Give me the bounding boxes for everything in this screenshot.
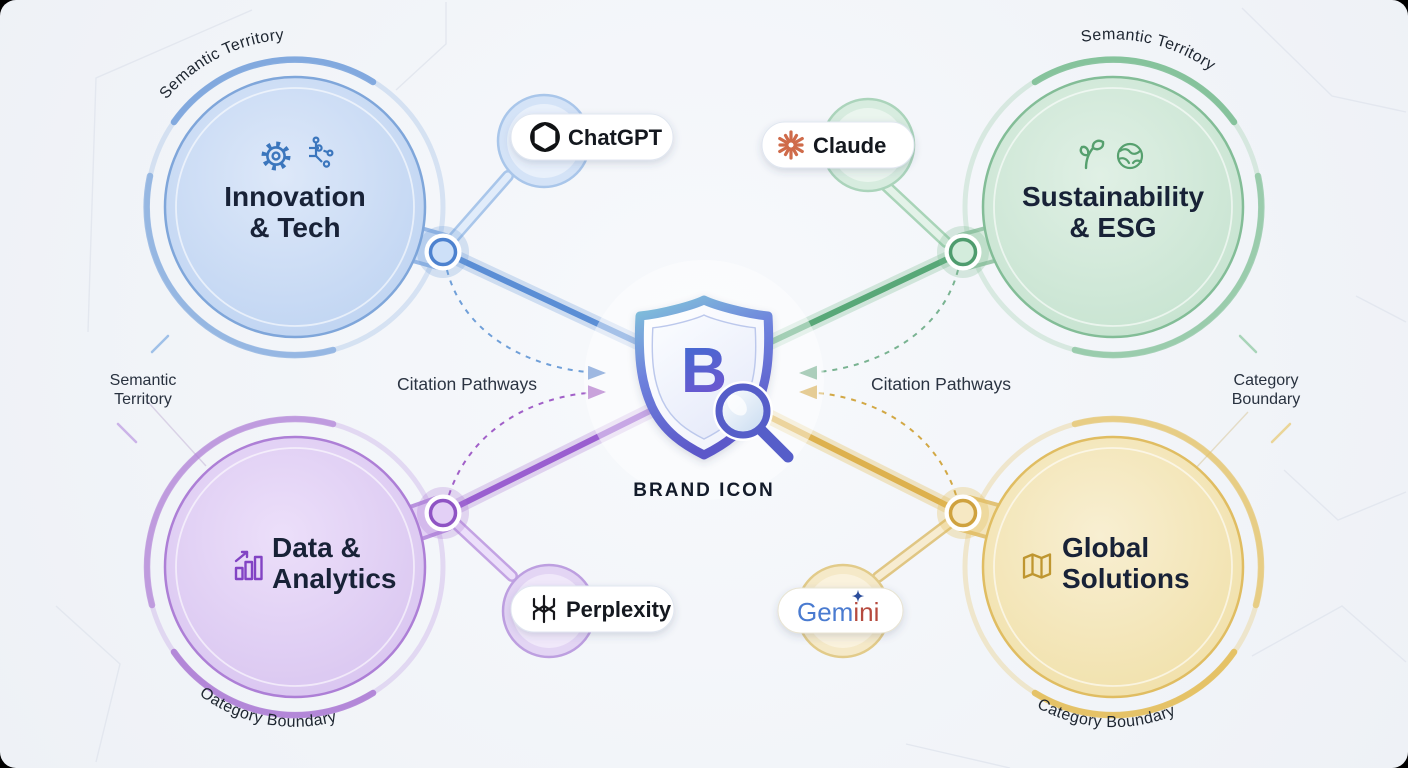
hub-global [937,487,989,539]
badge-claude: Claude [761,97,916,193]
gear-icon [261,141,291,171]
edge-label-left-line1: Semantic [110,372,177,389]
edge-label-right-line1: Category [1234,372,1299,389]
territory-title-line2: & Tech [249,212,340,243]
territory-sustainability-esg: Sustainability & ESG Semantic Territory [947,26,1265,359]
background-pattern [55,2,1407,768]
badge-gemini-label: Gemini [797,597,879,627]
badge-perplexity: Perplexity [501,563,675,659]
badge-stems [444,170,958,583]
globe-icon [1116,142,1144,170]
circuit-icon [309,136,334,168]
territory-innovation-tech: Innovation & Tech Semantic Territory [143,27,459,359]
pathway-arrow-green [799,269,959,380]
territory-global-solutions: Global Solutions Category Boundary [948,415,1265,731]
hub-nodes [417,226,989,539]
claude-icon [778,130,804,160]
magnifier-icon [713,381,794,463]
edge-label-left-line2: Territory [114,391,172,408]
pathway-arrow-purple [448,385,606,496]
citation-pathways-left: Citation Pathways [397,374,537,394]
pathway-arrow-yellow [799,385,957,496]
badge-chatgpt: ChatGPT [496,93,674,189]
citation-pathway-arrows [446,269,959,496]
territory-title-line1: Innovation [224,181,366,212]
brand-shield: B BRAND ICON [584,260,824,501]
labels: Citation Pathways Citation Pathways Sema… [110,334,1301,444]
map-icon [1022,553,1052,579]
citation-pathways-right: Citation Pathways [871,374,1011,394]
edge-label-right-line2: Boundary [1232,391,1301,408]
gemini-sparkle-icon [851,589,865,603]
brand-icon-label: BRAND ICON [633,480,774,501]
pathway-arrow-blue [446,269,606,380]
hub-innovation [417,226,469,278]
territory-title-line1: Global [1062,532,1149,563]
badge-perplexity-label: Perplexity [566,597,672,622]
leaf-icon [1079,139,1105,170]
openai-icon [530,122,560,152]
badge-claude-label: Claude [813,133,886,158]
hub-sustainability [937,226,989,278]
bar-chart-icon [234,550,263,581]
territory-title-line1: Sustainability [1022,181,1204,212]
territory-title-line1: Data & [272,532,361,563]
territory-data-analytics: Data & Analytics Oategory Boundary [143,415,460,731]
perplexity-icon [532,594,556,624]
badge-chatgpt-label: ChatGPT [568,125,663,150]
hub-data [417,487,469,539]
territory-title-line2: & ESG [1069,212,1156,243]
badge-gemini: Gemini [777,563,904,659]
connection-beams [438,245,968,520]
territory-title-line2: Solutions [1062,563,1190,594]
territory-title-line2: Analytics [272,563,397,594]
